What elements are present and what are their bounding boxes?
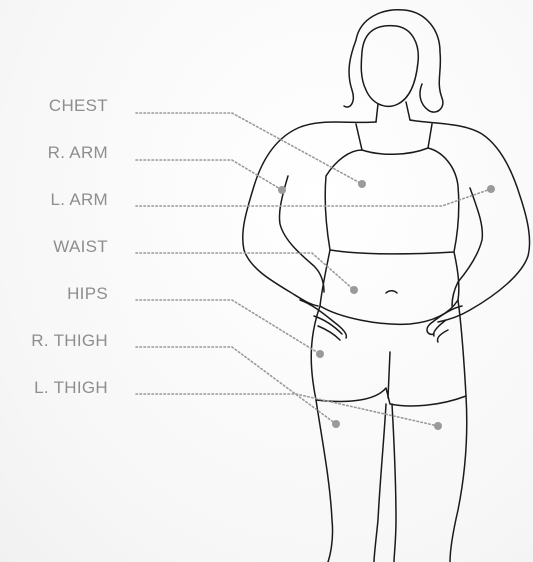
right-leg <box>450 396 467 562</box>
r-thigh-label: R. THIGH <box>0 331 108 351</box>
r-arm-marker <box>278 186 286 194</box>
leader-lines <box>136 113 491 426</box>
waist-marker <box>350 286 358 294</box>
waist-leader-line <box>136 253 354 290</box>
shorts-center-seam <box>388 352 390 398</box>
l-arm-label: L. ARM <box>0 190 108 210</box>
hips-leader-line <box>136 300 320 354</box>
torso-right-side <box>454 252 459 300</box>
l-thigh-label: L. THIGH <box>0 378 108 398</box>
r-thigh-marker <box>332 420 340 428</box>
left-inner-arm <box>279 176 324 292</box>
left-shoulder-arm <box>243 122 376 306</box>
chest-label: CHEST <box>0 96 108 116</box>
left-leg <box>316 400 333 562</box>
hips-marker <box>316 350 324 358</box>
r-arm-leader-line <box>136 160 282 190</box>
hips-label: HIPS <box>0 284 108 304</box>
chest-marker <box>358 180 366 188</box>
left-inner-leg <box>374 404 386 562</box>
right-inner-leg <box>392 404 396 562</box>
r-thigh-leader-line <box>136 347 336 424</box>
r-arm-label: R. ARM <box>0 143 108 163</box>
navel <box>386 291 397 293</box>
right-inner-arm <box>452 188 482 306</box>
top-strap-left <box>356 124 362 150</box>
top-strap-right <box>428 124 432 148</box>
right-shoulder-arm <box>410 120 530 322</box>
waist-label: WAIST <box>0 237 108 257</box>
crop-top-outline <box>325 148 459 254</box>
face-outline <box>361 26 418 107</box>
l-thigh-marker <box>434 422 442 430</box>
l-arm-marker <box>487 185 495 193</box>
right-hand <box>427 306 462 342</box>
left-hand <box>300 300 346 340</box>
l-arm-leader-line <box>136 189 491 206</box>
